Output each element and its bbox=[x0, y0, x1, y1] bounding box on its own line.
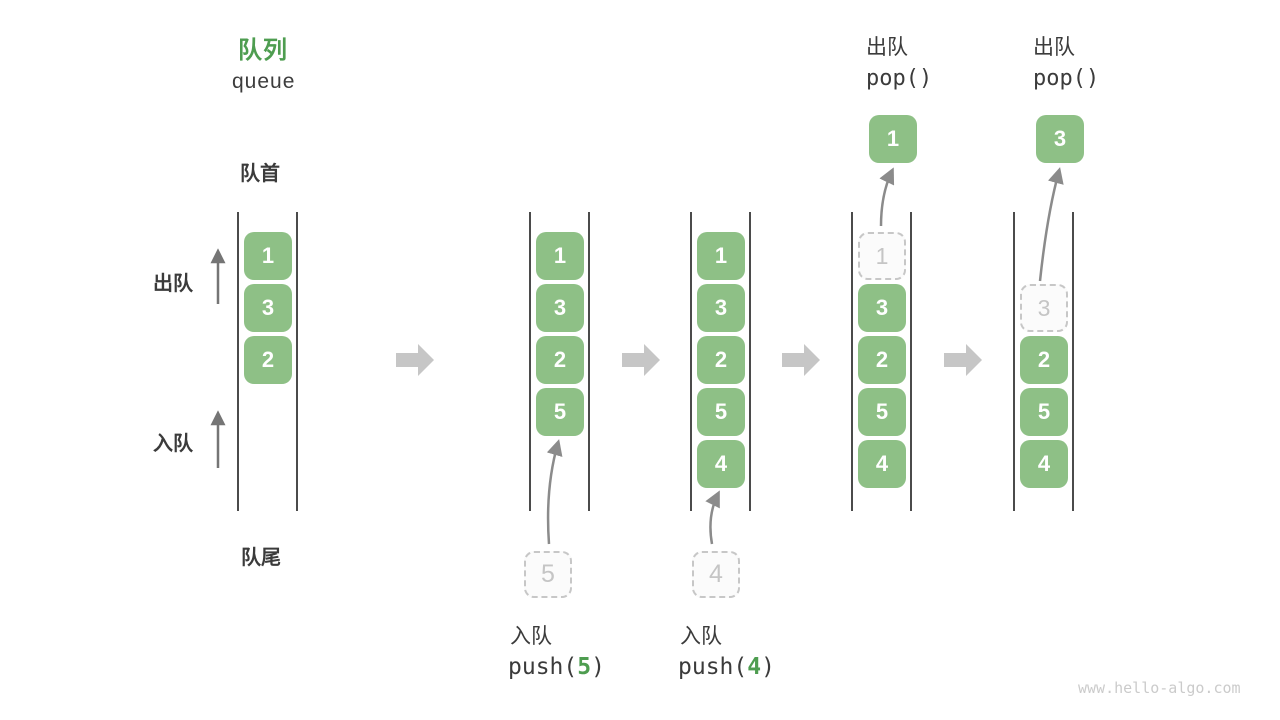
queue-item: 4 bbox=[697, 440, 745, 488]
push-4-arg: 4 bbox=[747, 654, 762, 680]
push-5-close: ) bbox=[591, 654, 605, 680]
popped-item-3: 3 bbox=[1036, 115, 1084, 163]
transition-arrow-2 bbox=[622, 344, 660, 376]
popped-item-1: 1 bbox=[869, 115, 917, 163]
queue-item: 3 bbox=[697, 284, 745, 332]
page-subtitle: queue bbox=[232, 70, 296, 93]
queue-item: 4 bbox=[858, 440, 906, 488]
queue-state-3 bbox=[690, 212, 751, 511]
ghost-item-1: 1 bbox=[858, 232, 906, 280]
push-4-fn: push( bbox=[678, 654, 748, 680]
push-4-close: ) bbox=[761, 654, 775, 680]
pop-op-1-code: pop() bbox=[866, 66, 933, 91]
queue-item: 5 bbox=[858, 388, 906, 436]
push-op-4-label: 入队 bbox=[680, 625, 722, 648]
queue-item: 1 bbox=[244, 232, 292, 280]
queue-item: 5 bbox=[536, 388, 584, 436]
pop-op-2-label: 出队 bbox=[1033, 36, 1075, 59]
incoming-item-5: 5 bbox=[524, 551, 572, 598]
push-5-arg: 5 bbox=[577, 654, 592, 680]
push-5-fn: push( bbox=[508, 654, 578, 680]
queue-item: 1 bbox=[697, 232, 745, 280]
queue-item: 2 bbox=[536, 336, 584, 384]
push-op-5-label: 入队 bbox=[510, 625, 552, 648]
transition-arrow-3 bbox=[782, 344, 820, 376]
push-op-4-code: push(4) bbox=[678, 654, 775, 680]
queue-rear-label: 队尾 bbox=[241, 547, 281, 569]
queue-item: 2 bbox=[244, 336, 292, 384]
enqueue-side-label: 入队 bbox=[153, 433, 193, 455]
queue-state-5 bbox=[1013, 212, 1074, 511]
queue-state-4 bbox=[851, 212, 912, 511]
queue-front-label: 队首 bbox=[240, 163, 280, 185]
queue-item: 2 bbox=[697, 336, 745, 384]
queue-item: 2 bbox=[1020, 336, 1068, 384]
transition-arrow-4 bbox=[944, 344, 982, 376]
queue-item: 2 bbox=[858, 336, 906, 384]
queue-item: 4 bbox=[1020, 440, 1068, 488]
queue-state-2 bbox=[529, 212, 590, 511]
page-title: 队列 bbox=[238, 37, 288, 64]
queue-item: 3 bbox=[858, 284, 906, 332]
incoming-item-4: 4 bbox=[692, 551, 740, 598]
transition-arrow-1 bbox=[396, 344, 434, 376]
dequeue-side-label: 出队 bbox=[153, 273, 193, 295]
queue-item: 3 bbox=[536, 284, 584, 332]
queue-state-1 bbox=[237, 212, 298, 511]
queue-item: 5 bbox=[1020, 388, 1068, 436]
pop-op-2-code: pop() bbox=[1033, 66, 1100, 91]
queue-item: 3 bbox=[244, 284, 292, 332]
push-op-5-code: push(5) bbox=[508, 654, 605, 680]
watermark: www.hello-algo.com bbox=[1078, 679, 1241, 697]
ghost-item-3: 3 bbox=[1020, 284, 1068, 332]
pop-op-1-label: 出队 bbox=[866, 36, 908, 59]
queue-item: 1 bbox=[536, 232, 584, 280]
queue-item: 5 bbox=[697, 388, 745, 436]
